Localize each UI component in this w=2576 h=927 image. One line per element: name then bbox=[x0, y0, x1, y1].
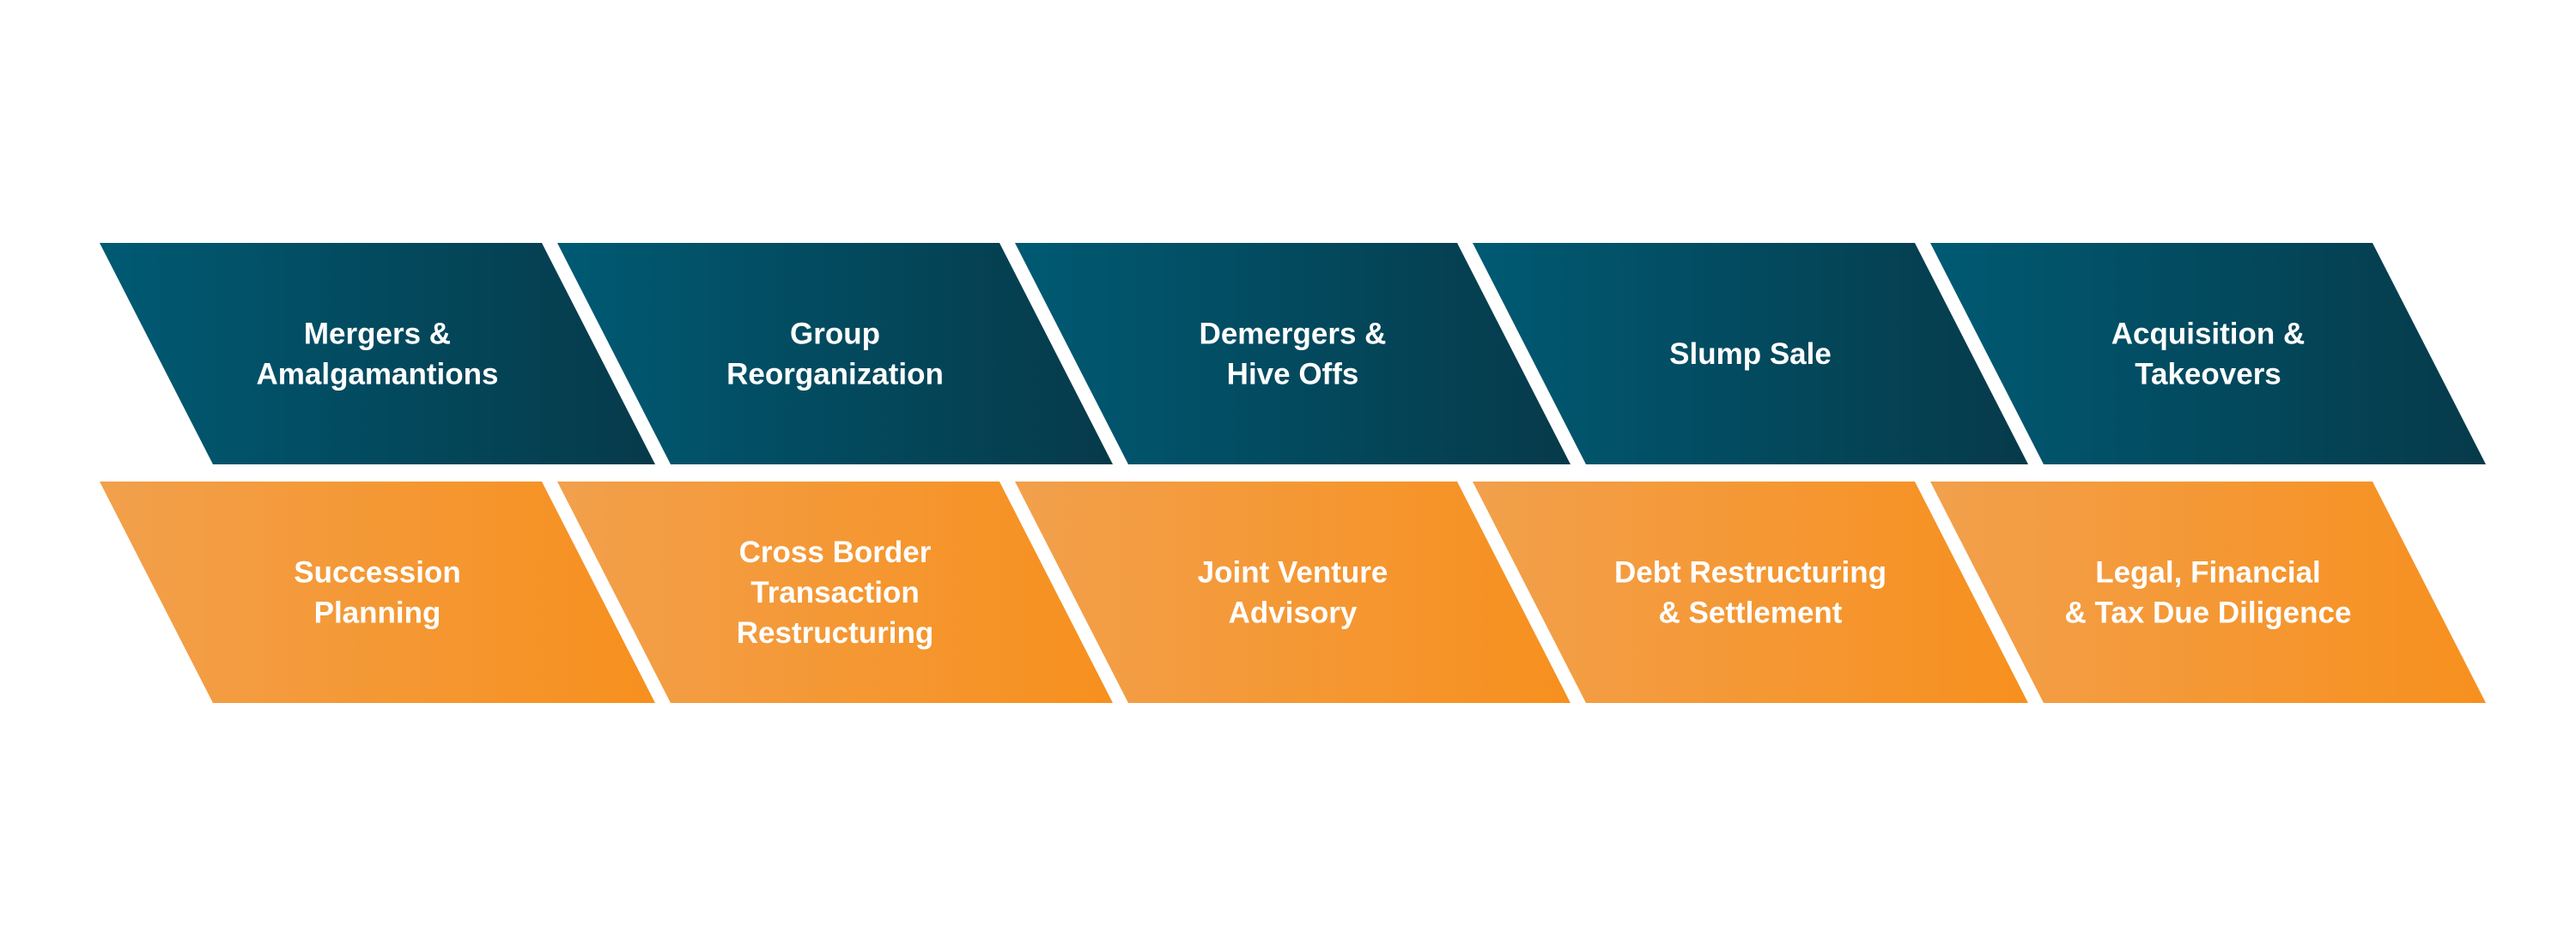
bottom-tile-shape bbox=[557, 482, 1113, 703]
bottom-tile-4-label-line: & Settlement bbox=[1659, 597, 1843, 630]
bottom-tile-4-label-line: Debt Restructuring bbox=[1614, 556, 1886, 590]
bottom-tile-shape bbox=[1473, 482, 2028, 703]
top-tile-shape bbox=[100, 243, 655, 464]
top-tile-5: Acquisition & Takeovers bbox=[1930, 243, 2486, 464]
bottom-tile-shape bbox=[100, 482, 655, 703]
bottom-tile-3-label-line: Joint Venture bbox=[1198, 556, 1388, 590]
top-tile-4: Slump Sale bbox=[1473, 243, 2028, 464]
top-tile-5-label-line: Takeovers bbox=[2135, 358, 2281, 391]
top-tile-4-label-line: Slump Sale bbox=[1669, 337, 1832, 371]
bottom-tile-5-label-line: & Tax Due Diligence bbox=[2065, 597, 2352, 630]
top-tile-shape bbox=[1473, 243, 2028, 464]
bottom-tile-5-label-line: Legal, Financial bbox=[2095, 556, 2321, 590]
bottom-tile-2-label-line: Cross Border bbox=[739, 536, 932, 569]
top-tile-shape bbox=[1930, 243, 2486, 464]
top-tile-3-label-line: Hive Offs bbox=[1227, 358, 1359, 391]
bottom-tile-shape bbox=[1015, 482, 1571, 703]
top-tile-shape bbox=[557, 243, 1113, 464]
top-row: Mergers & Amalgamantions GroupReorganizati… bbox=[100, 243, 2486, 464]
bottom-tile-shape bbox=[1930, 482, 2486, 703]
top-tile-2-label-line: Reorganization bbox=[726, 358, 944, 391]
bottom-tile-1-label-line: Succession bbox=[294, 556, 461, 590]
top-tile-1-label-line: Amalgamantions bbox=[257, 358, 499, 391]
top-tile-3: Demergers & Hive Offs bbox=[1015, 243, 1571, 464]
bottom-tile-2-label-line: Transaction bbox=[750, 576, 919, 609]
top-tile-3-label-line: Demergers & bbox=[1200, 318, 1387, 351]
bottom-tile-4: Debt Restructuring & Settlement bbox=[1473, 482, 2028, 703]
top-tile-shape bbox=[1015, 243, 1571, 464]
top-tile-5-label-line: Acquisition & bbox=[2111, 318, 2306, 351]
bottom-tile-2-label-line: Restructuring bbox=[737, 616, 933, 650]
top-tile-2-label-line: Group bbox=[790, 318, 880, 351]
top-tile-1: Mergers & Amalgamantions bbox=[100, 243, 655, 464]
bottom-tile-3-label-line: Advisory bbox=[1229, 597, 1358, 630]
top-tile-1-label-line: Mergers & bbox=[304, 318, 451, 351]
bottom-tile-1-label-line: Planning bbox=[314, 597, 441, 630]
bottom-tile-5: Legal, Financial & Tax Due Diligence bbox=[1930, 482, 2486, 703]
